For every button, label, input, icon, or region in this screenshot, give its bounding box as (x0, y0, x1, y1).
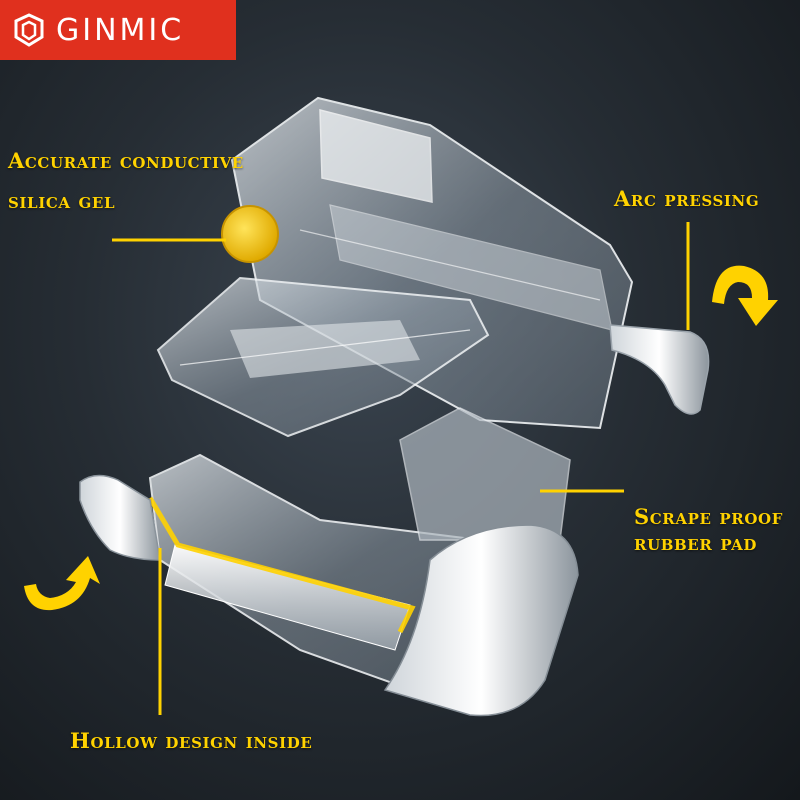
brand-logo: GINMIC (0, 0, 236, 60)
curved-arrow-counterclockwise-icon (24, 556, 100, 611)
callout-hollow-design: Hollow design inside (70, 728, 313, 753)
callout-arc-pressing: Arc pressing (614, 186, 760, 211)
callout-accurate-conductive: Accurate conductive (8, 148, 244, 173)
callout-rubber-pad: rubber pad (634, 530, 757, 555)
brand-name: GINMIC (56, 12, 185, 48)
callout-scrape-proof: Scrape proof (634, 504, 783, 529)
upper-trigger-unit (156, 96, 710, 438)
curved-arrow-clockwise-icon (712, 265, 778, 326)
shield-logo-icon (14, 13, 44, 47)
callout-silica-gel: silica gel (8, 188, 116, 213)
callout-leader-lines (112, 222, 690, 715)
lower-trigger-unit (79, 407, 579, 717)
